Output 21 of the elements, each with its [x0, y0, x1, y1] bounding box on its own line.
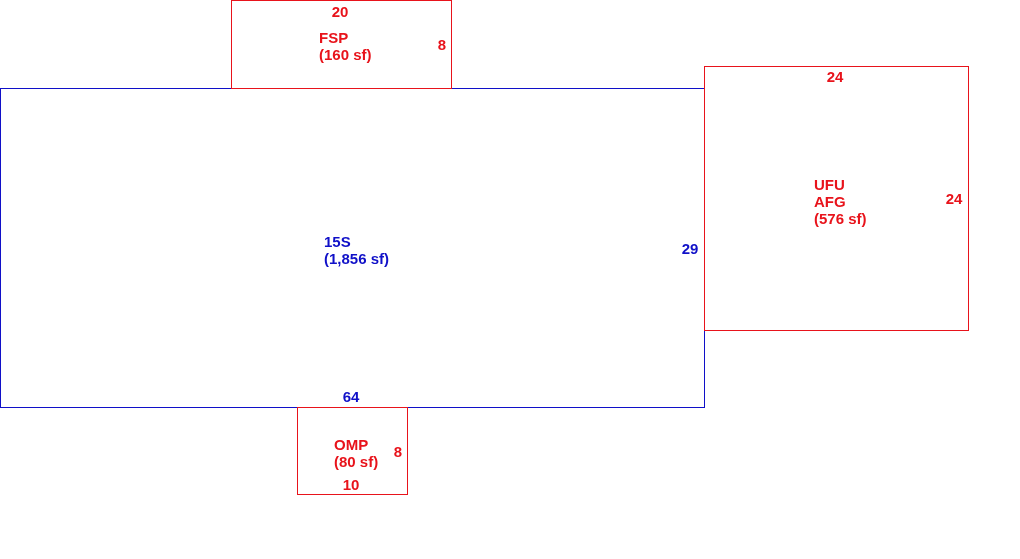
dimension-label: 10 [342, 475, 360, 493]
dimension-label: 29 [681, 239, 699, 257]
section-label: OMP [334, 436, 370, 453]
floor-area-outline [704, 66, 969, 331]
dimension-label: 8 [437, 35, 447, 53]
dimension-label: 24 [826, 67, 844, 85]
floor-area-outline [0, 88, 705, 408]
dimension-label: 8 [393, 442, 403, 460]
section-label: UFU [814, 176, 846, 193]
section-label: 15S [324, 233, 352, 250]
section-label: AFG [814, 193, 847, 210]
floor-area-outline [231, 0, 452, 89]
area-label: (80 sf) [334, 453, 379, 470]
floor-area-outline [297, 407, 408, 495]
area-label: (576 sf) [814, 210, 867, 227]
section-label: FSP [319, 29, 350, 46]
dimension-label: 24 [945, 189, 963, 207]
dimension-label: 20 [331, 2, 349, 20]
area-label: (160 sf) [319, 46, 372, 63]
dimension-label: 64 [342, 387, 360, 405]
area-label: (1,856 sf) [324, 250, 390, 267]
